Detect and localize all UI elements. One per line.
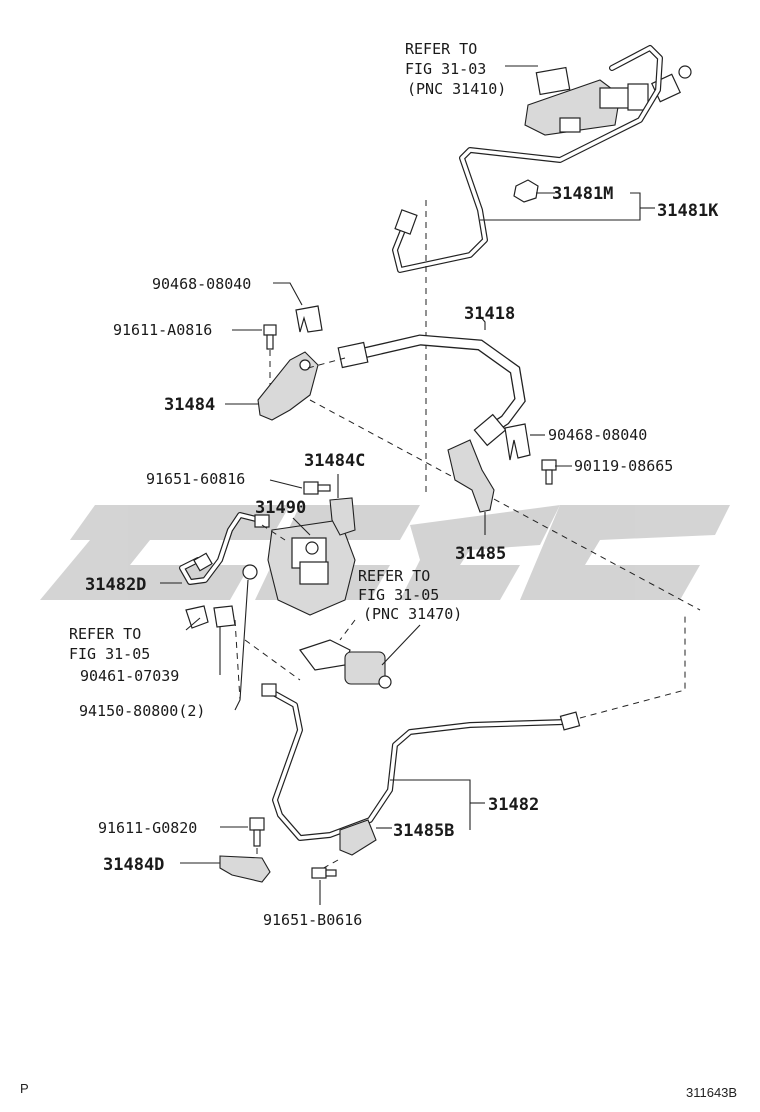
- label-31490: 31490: [255, 498, 306, 518]
- label-ref-31-05b-line1: REFER TO: [69, 625, 141, 643]
- bracket-31485: [447, 439, 495, 513]
- bolt-91611-A0816: [263, 324, 277, 350]
- label-90461-07039: 90461-07039: [80, 667, 179, 685]
- clip-90468-top: [295, 305, 323, 333]
- master-cylinder: [524, 65, 692, 136]
- clip-90468-right: [504, 423, 531, 461]
- label-94150-80800: 94150-80800(2): [79, 702, 205, 720]
- tube-fitting-top: [394, 209, 418, 235]
- hose-fitting-lower: [185, 605, 209, 629]
- label-ref-31-05a-line3: (PNC 31470): [363, 605, 462, 623]
- release-cylinder: [299, 639, 392, 689]
- label-91651-60816: 91651-60816: [146, 470, 245, 488]
- label-31482: 31482: [488, 795, 539, 815]
- dashed-guide-diagonal: [309, 399, 701, 611]
- bolt-90119-08665: [541, 459, 557, 485]
- label-90119-08665: 90119-08665: [574, 457, 673, 475]
- label-91611-A0816: 91611-A0816: [113, 321, 212, 339]
- label-31481M: 31481M: [552, 184, 613, 204]
- grommet-94150: [242, 564, 258, 580]
- label-ref-31-05b-line2: FIG 31-05: [69, 645, 150, 663]
- label-ref-31-05a-line1: REFER TO: [358, 567, 430, 585]
- label-90468-08040-top: 90468-08040: [152, 275, 251, 293]
- clip-31481M: [513, 179, 539, 203]
- label-31481K: 31481K: [657, 201, 719, 221]
- footer-left-mark: P: [20, 1081, 29, 1096]
- label-31485B: 31485B: [393, 821, 454, 841]
- label-ref-31-03-line2: FIG 31-03: [405, 60, 486, 78]
- label-ref-31-05a-line2: FIG 31-05: [358, 586, 439, 604]
- tube-31482: [265, 687, 568, 841]
- bolt-91651-60816: [303, 481, 331, 495]
- bracket-31484D: [219, 855, 271, 883]
- bracket-31484C: [329, 497, 356, 536]
- label-31482D: 31482D: [85, 575, 146, 595]
- label-ref-31-03-line3: (PNC 31410): [407, 80, 506, 98]
- label-91651-B0616: 91651-B0616: [263, 911, 362, 929]
- clamp-31485B: [339, 819, 377, 856]
- label-31484D: 31484D: [103, 855, 164, 875]
- figure-code: 311643B: [686, 1085, 737, 1100]
- label-ref-31-03-line1: REFER TO: [405, 40, 477, 58]
- label-31485: 31485: [455, 544, 506, 564]
- label-31484C: 31484C: [304, 451, 365, 471]
- label-31418: 31418: [464, 304, 515, 324]
- bolt-91611-G0820: [249, 817, 265, 847]
- label-91611-G0820: 91611-G0820: [98, 819, 197, 837]
- bolt-91651-B0616: [311, 867, 337, 879]
- clip-90461-07039: [213, 605, 236, 628]
- hose-fitting-right: [473, 413, 507, 447]
- hose-fitting-left: [337, 341, 369, 369]
- label-31484: 31484: [164, 395, 215, 415]
- label-90468-08040-right: 90468-08040: [548, 426, 647, 444]
